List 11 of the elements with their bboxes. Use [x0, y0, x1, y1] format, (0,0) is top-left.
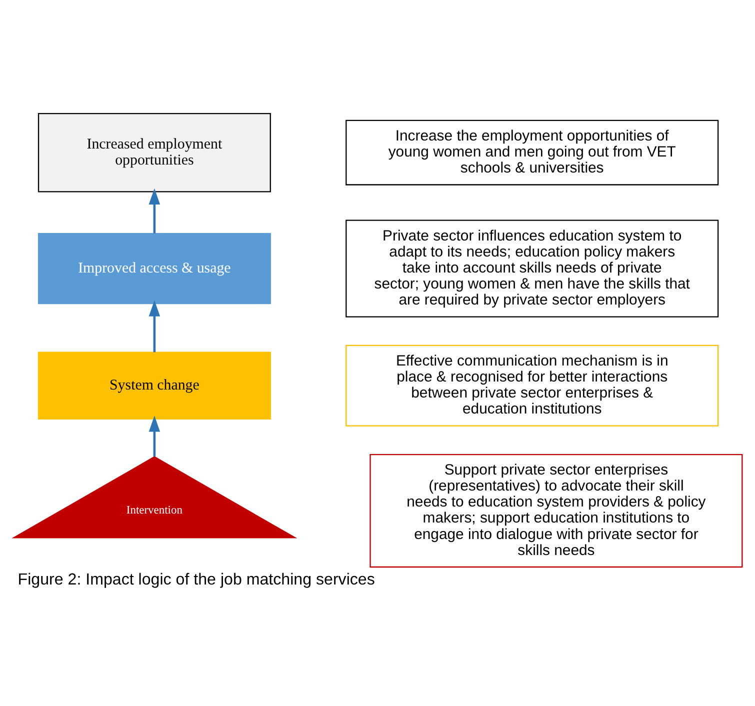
- node-box: Support private sector enterprises (representatives) to advocate their skill needs to education system providers & policy makers; support education institutions to engage into dialogue with private sector for skills needs: [369, 453, 742, 568]
- node-box: Private sector influences education system to adapt to its needs; education policy makers take into account skills needs of private sector; young women & men have the skills that are required by private sector employers: [345, 219, 718, 317]
- caption: Figure 2: Impact logic of the job matching services: [17, 570, 374, 588]
- node-box: System change: [37, 351, 270, 419]
- node-box: Effective communication mechanism is in place & recognised for better interactions between private sector enterprises & education institutions: [345, 344, 718, 426]
- node-box: Increased employment opportunities: [37, 112, 270, 192]
- arrow: [148, 300, 160, 352]
- node-box: Increase the employment opportunities of young women and men going out from VET schools & universities: [345, 119, 718, 185]
- node-box: Improved access & usage: [37, 232, 270, 304]
- arrow: [148, 188, 160, 233]
- arrow: [148, 415, 160, 456]
